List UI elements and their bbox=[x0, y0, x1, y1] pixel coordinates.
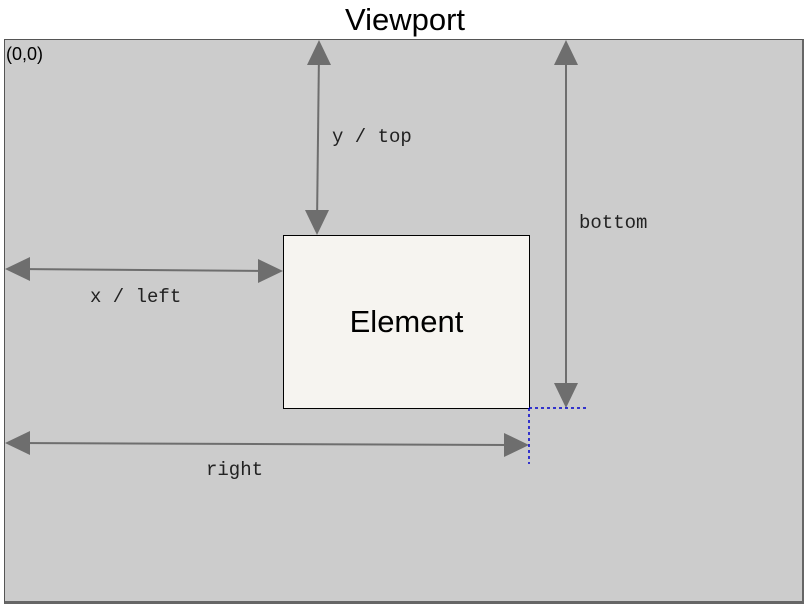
bottom-arrow bbox=[554, 40, 578, 408]
corner-guide-lines bbox=[528, 407, 586, 464]
left-measure-label: x / left bbox=[90, 286, 182, 308]
top-measure-label: y / top bbox=[332, 126, 412, 148]
header-bar bbox=[0, 0, 810, 39]
right-measure-label: right bbox=[206, 459, 264, 481]
left-arrow bbox=[5, 257, 283, 283]
origin-label: (0,0) bbox=[6, 44, 44, 64]
right-arrow bbox=[5, 431, 529, 457]
viewport-title: Viewport bbox=[344, 2, 466, 37]
top-arrow bbox=[305, 40, 331, 235]
element-box bbox=[283, 235, 530, 409]
bottom-measure-label: bottom bbox=[579, 212, 648, 234]
element-label: Element bbox=[349, 304, 464, 339]
